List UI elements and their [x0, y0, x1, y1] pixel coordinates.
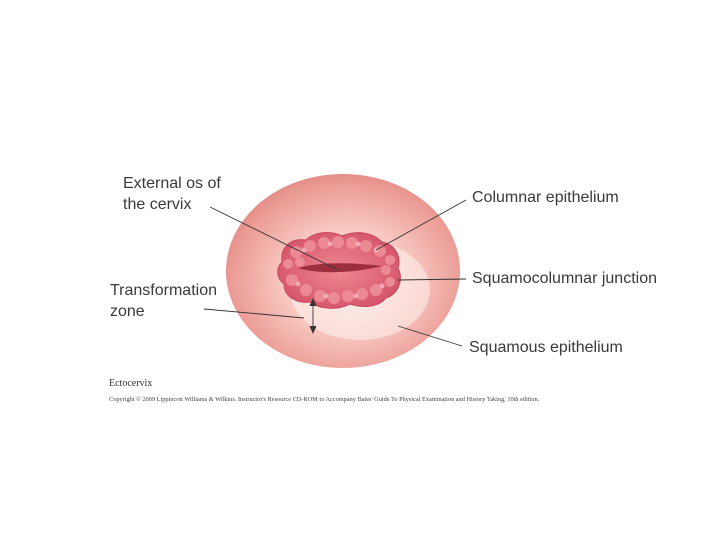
arrow-head-down	[309, 326, 317, 334]
figure-caption: Ectocervix	[109, 378, 153, 389]
leader-transformation	[203, 308, 305, 319]
leader-external-os	[209, 206, 339, 271]
label-columnar-epithelium: Columnar epithelium	[472, 189, 619, 206]
copyright-line: Copyright © 2009 Lippincott Williams & W…	[109, 396, 540, 403]
label-squamous-epithelium: Squamous epithelium	[469, 339, 623, 356]
external-os-slit	[298, 263, 382, 273]
leader-squamocolumnar	[397, 278, 467, 281]
leader-columnar	[375, 199, 467, 251]
label-external-os: External os of the cervix	[123, 175, 221, 213]
leader-squamous	[397, 325, 463, 347]
label-transformation-zone: Transformation zone	[110, 282, 217, 320]
arrow-head-up	[309, 298, 317, 306]
label-squamocolumnar-junction: Squamocolumnar junction	[472, 270, 657, 287]
